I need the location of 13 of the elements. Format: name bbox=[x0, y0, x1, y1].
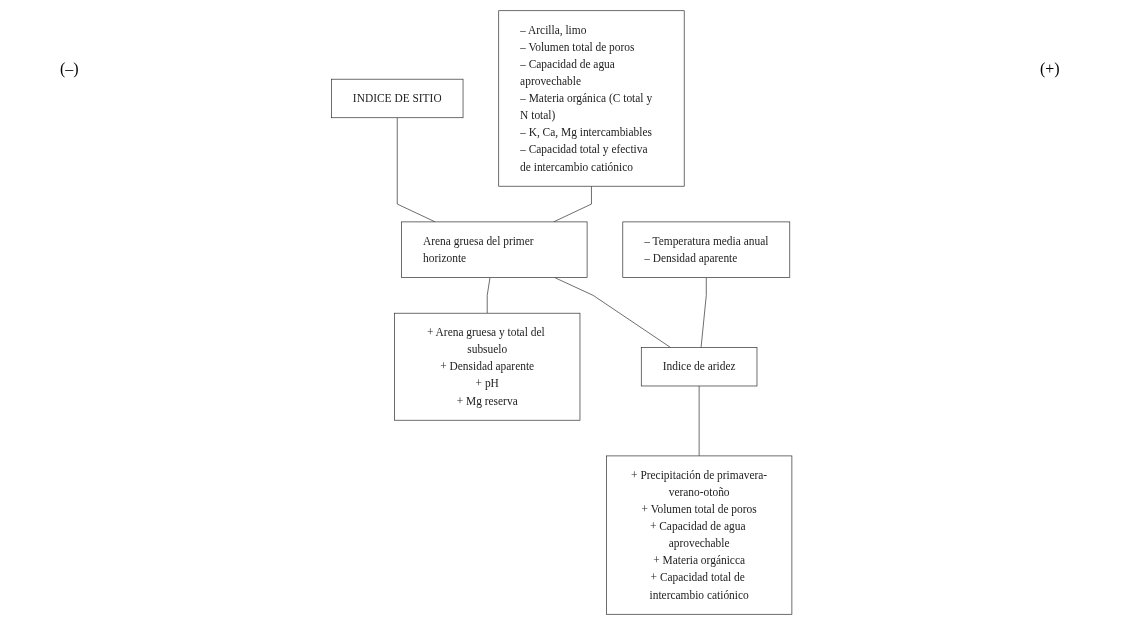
node-box: + Arena gruesa y total del subsuelo + Densidad aparente + pH + Mg reserva bbox=[394, 312, 581, 421]
sign-label: (–) bbox=[60, 60, 79, 78]
sign-label: (+) bbox=[1040, 60, 1060, 78]
connector bbox=[554, 277, 672, 348]
node-box: Arena gruesa del primer horizonte bbox=[401, 221, 588, 278]
node-box: INDICE DE SITIO bbox=[331, 78, 464, 119]
connector bbox=[701, 277, 707, 348]
node-box: – Temperatura media anual – Densidad aparente bbox=[622, 221, 791, 278]
node-box: Indice de aridez bbox=[641, 347, 758, 387]
connector bbox=[487, 277, 491, 314]
connector bbox=[699, 385, 700, 457]
node-box: – Arcilla, limo – Volumen total de poros – Capacidad de agua aprovechable – Materia orgánica (C total y N total) – K, Ca, Mg intercambiables – Capacidad total y efectiva de intercambio catiónico bbox=[498, 10, 685, 187]
node-box: + Precipitación de primavera-verano-otoño + Volumen total de poros + Capacidad de agua aprovechable + Materia orgánicca + Capacidad total de intercambio catiónico bbox=[606, 455, 793, 615]
